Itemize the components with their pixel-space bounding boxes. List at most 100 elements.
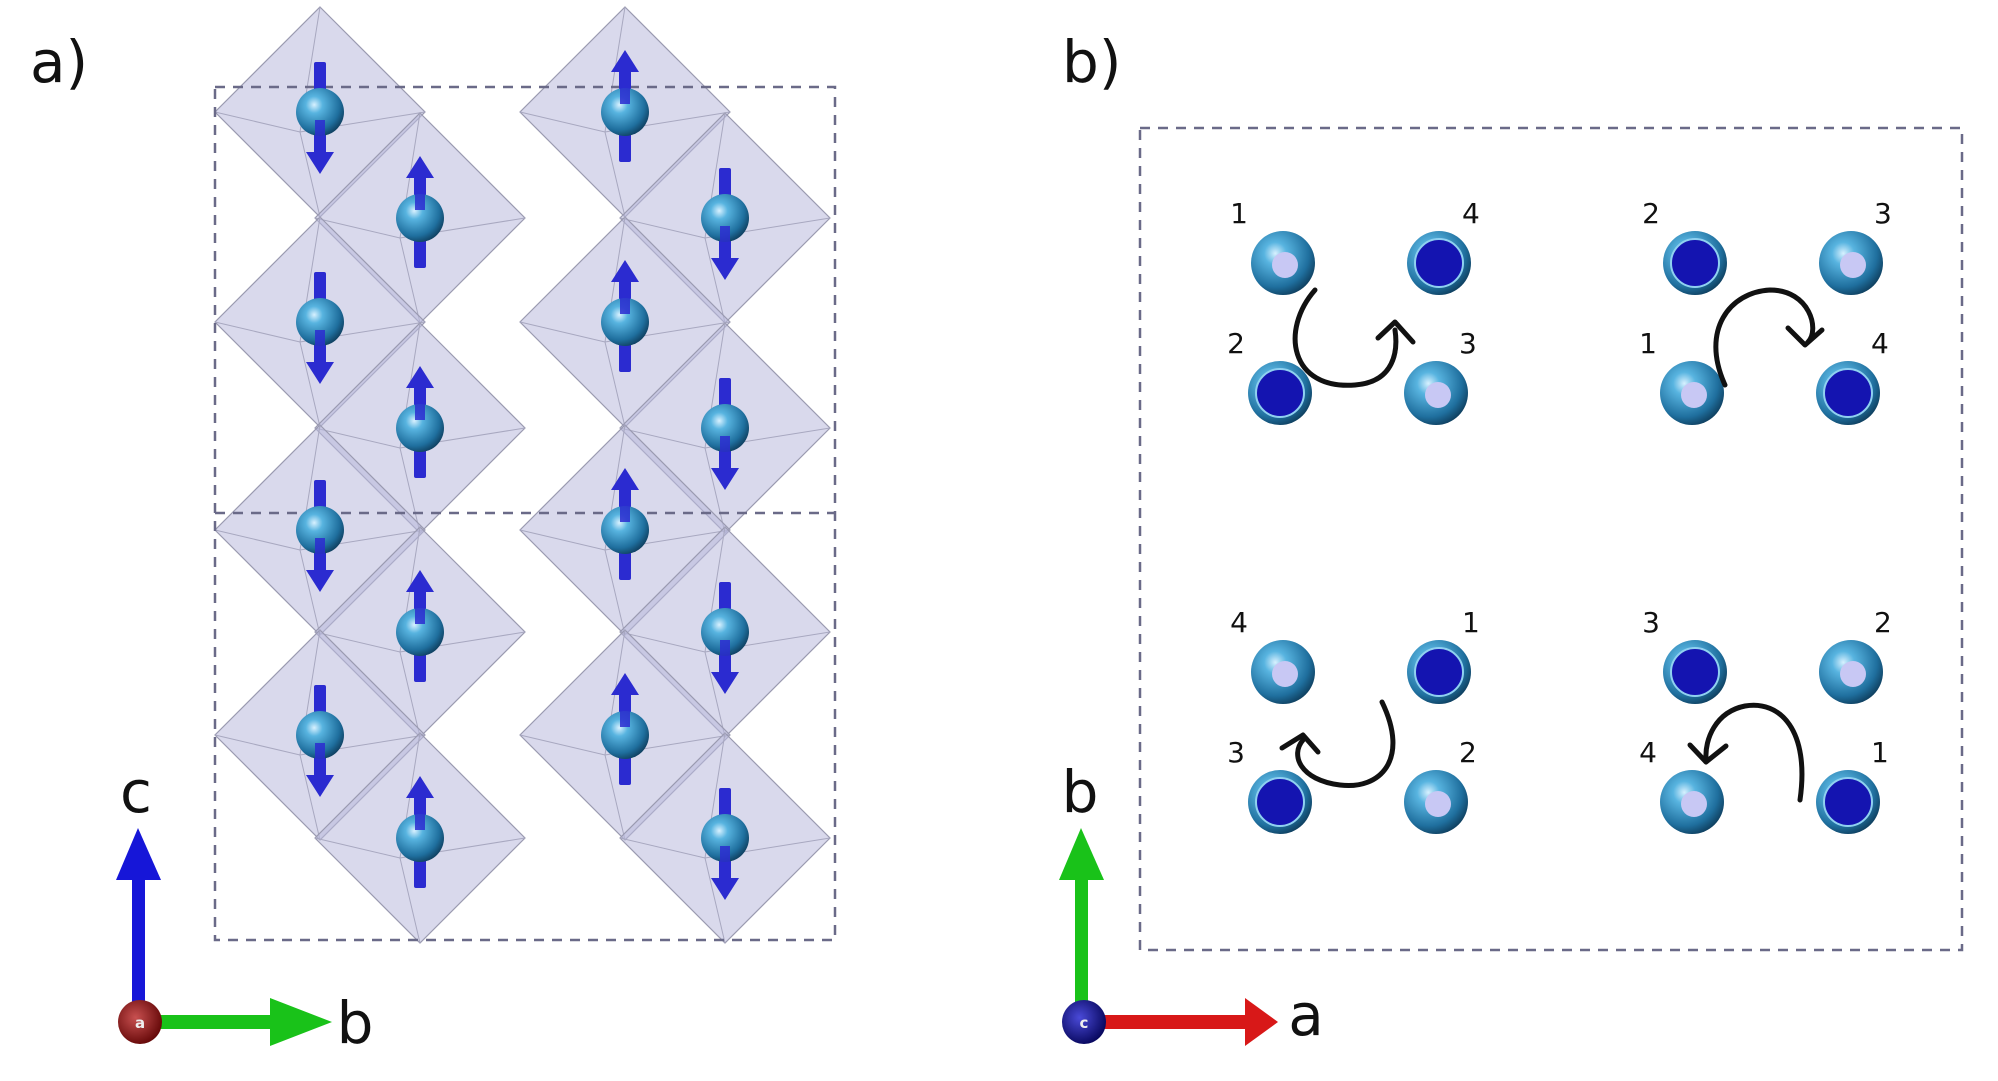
site-index-label: 3 xyxy=(1227,736,1245,769)
spin-site xyxy=(396,570,444,682)
spin-arrow-head xyxy=(611,260,639,282)
octahedron-edge xyxy=(704,651,726,738)
axes-triad-b: c b a xyxy=(1059,758,1324,1049)
octahedron-edge xyxy=(399,447,421,534)
site-core-dark xyxy=(1255,368,1305,418)
spin-site xyxy=(296,480,344,592)
spin-arrow-shaft-front xyxy=(620,705,630,727)
vertical-axis-label: c xyxy=(120,758,152,826)
horizontal-axis-label: a xyxy=(1288,981,1324,1049)
spin-site xyxy=(601,673,649,785)
octahedron-edge xyxy=(399,651,421,738)
site-index-label: 4 xyxy=(1639,736,1657,769)
rotation-arrow-head xyxy=(1687,742,1729,765)
magnetic-site xyxy=(1407,640,1471,704)
spin-arrow-shaft-front xyxy=(620,500,630,522)
octahedron-edge xyxy=(299,131,321,218)
spin-arrow-head xyxy=(406,570,434,592)
spin-arrow-shaft-front xyxy=(315,743,325,765)
magnetic-atom xyxy=(396,194,444,242)
magnetic-atom xyxy=(701,404,749,452)
spin-site xyxy=(701,168,749,280)
horizontal-axis-label: b xyxy=(337,989,374,1057)
spin-site xyxy=(296,685,344,797)
rotation-arrow-head xyxy=(1279,732,1321,755)
spin-arrow-shaft-front xyxy=(415,602,425,624)
site-core-light xyxy=(1840,252,1866,278)
spin-arrow-shaft-front xyxy=(620,82,630,104)
b-axis-arrow xyxy=(158,1015,278,1029)
site-index-label: 3 xyxy=(1642,606,1660,639)
spin-arrow-shaft-front xyxy=(315,120,325,142)
site-core-light xyxy=(1425,382,1451,408)
site-core-dark xyxy=(1414,647,1464,697)
magnetic-site xyxy=(1404,361,1468,425)
site-index-label: 1 xyxy=(1230,197,1248,230)
magnetic-atom xyxy=(601,506,649,554)
rotation-arrow xyxy=(1292,287,1399,388)
unit-cell-boundary xyxy=(1138,126,1964,952)
magnetic-site xyxy=(1404,770,1468,834)
spin-arrow-head xyxy=(611,673,639,695)
spin-arrow-shaft-front xyxy=(415,808,425,830)
spin-site xyxy=(601,50,649,162)
magnetic-atom xyxy=(701,608,749,656)
magnetic-site xyxy=(1407,231,1471,295)
spin-arrow-head xyxy=(406,156,434,178)
octahedron-edge xyxy=(399,237,421,324)
site-core-light xyxy=(1681,382,1707,408)
spin-arrow-shaft-front xyxy=(720,436,730,458)
magnetic-atom xyxy=(296,506,344,554)
a-axis-arrow-head xyxy=(1245,998,1278,1046)
magnetic-site xyxy=(1248,361,1312,425)
spin-arrow-head xyxy=(611,50,639,72)
spin-site xyxy=(296,272,344,384)
panel-a: a) a c b xyxy=(30,6,837,1057)
axes-triad-a: a c b xyxy=(116,758,373,1057)
spin-arrow-shaft-front xyxy=(315,538,325,560)
spin-site xyxy=(701,582,749,694)
site-index-label: 2 xyxy=(1874,606,1892,639)
spin-arrow-shaft-front xyxy=(415,398,425,420)
magnetic-atom xyxy=(396,814,444,862)
site-index-label: 4 xyxy=(1871,327,1889,360)
site-core-dark xyxy=(1823,777,1873,827)
magnetic-atom xyxy=(601,88,649,136)
rotation-arrow xyxy=(1713,287,1816,388)
site-core-light xyxy=(1840,661,1866,687)
spin-arrow-head xyxy=(711,878,739,900)
rotation-arrows xyxy=(1279,287,1825,803)
spin-site xyxy=(396,366,444,478)
site-index-label: 2 xyxy=(1642,197,1660,230)
spin-arrow-head xyxy=(406,776,434,798)
octahedron-edge xyxy=(399,857,421,944)
site-index-label: 4 xyxy=(1462,197,1480,230)
magnetic-atom xyxy=(396,404,444,452)
octahedron-edge xyxy=(299,754,321,841)
octahedron-edge xyxy=(604,549,626,636)
panel-a-label: a) xyxy=(30,28,88,96)
magnetic-site xyxy=(1660,361,1724,425)
magnetic-atom xyxy=(601,711,649,759)
rotation-arrow-head xyxy=(1785,325,1825,348)
octahedron-edge xyxy=(704,857,726,944)
spin-site xyxy=(296,62,344,174)
magnetic-site xyxy=(1663,640,1727,704)
octahedra-layer xyxy=(214,6,831,944)
b-axis-arrow-head xyxy=(270,998,332,1046)
spin-site xyxy=(396,776,444,888)
origin-axis-label: a xyxy=(135,1014,145,1032)
site-index-label: 3 xyxy=(1459,327,1477,360)
site-index-label: 1 xyxy=(1462,606,1480,639)
site-core-dark xyxy=(1255,777,1305,827)
octahedron-edge xyxy=(604,131,626,218)
spin-arrow-head xyxy=(611,468,639,490)
spin-arrow-head xyxy=(306,570,334,592)
c-axis-arrow-head xyxy=(116,828,161,880)
